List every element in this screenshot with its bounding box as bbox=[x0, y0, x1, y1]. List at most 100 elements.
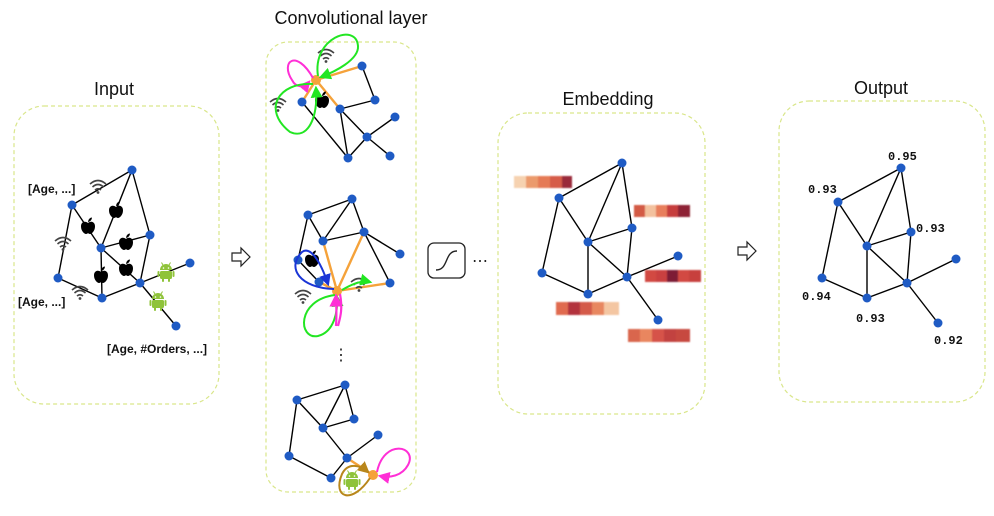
embedding-vector bbox=[634, 205, 690, 217]
output-score: 0.94 bbox=[802, 290, 831, 304]
ellipsis: ⋯ bbox=[472, 253, 488, 270]
conv-graph-3 bbox=[284, 380, 411, 497]
embedding-node bbox=[627, 223, 637, 233]
conv-node bbox=[385, 278, 395, 288]
output-node bbox=[951, 254, 961, 264]
conv-node bbox=[326, 473, 336, 483]
feature-label-top: [Age, ...] bbox=[28, 182, 75, 196]
conv-hub-node bbox=[368, 470, 378, 480]
output-score: 0.93 bbox=[856, 312, 885, 326]
output-node bbox=[862, 293, 872, 303]
conv-graph-1 bbox=[269, 33, 400, 163]
message-loop bbox=[303, 294, 344, 338]
input-node bbox=[171, 321, 181, 331]
input-node bbox=[67, 200, 77, 210]
conv-node bbox=[314, 277, 324, 287]
conv-node bbox=[343, 153, 353, 163]
embedding-node bbox=[583, 289, 593, 299]
embedding-vector bbox=[628, 329, 690, 342]
embedding-vector bbox=[556, 302, 619, 315]
wifi-icon bbox=[54, 236, 72, 252]
message-loop bbox=[274, 82, 323, 135]
input-panel bbox=[13, 105, 220, 405]
output-node bbox=[833, 197, 843, 207]
android-icon bbox=[149, 291, 167, 312]
output-title: Output bbox=[854, 78, 908, 98]
conv-node bbox=[395, 249, 405, 259]
output-score: 0.93 bbox=[808, 183, 837, 197]
conv-node bbox=[385, 151, 395, 161]
output-node bbox=[817, 273, 827, 283]
output-node bbox=[896, 163, 906, 173]
conv-node bbox=[390, 112, 400, 122]
conv-node bbox=[370, 95, 380, 105]
output-panel bbox=[778, 100, 986, 403]
apple-icon bbox=[109, 201, 123, 218]
embedding-vector bbox=[645, 270, 701, 282]
android-icon bbox=[157, 262, 175, 283]
input-node bbox=[127, 165, 137, 175]
output-node bbox=[902, 278, 912, 288]
embedding-node bbox=[622, 272, 632, 282]
output-graph bbox=[817, 163, 961, 328]
message-loop bbox=[341, 273, 373, 291]
feature-label-bottom: [Age, #Orders, ...] bbox=[107, 342, 207, 356]
output-score: 0.92 bbox=[934, 334, 963, 348]
feature-label-mid: [Age, ...] bbox=[18, 295, 65, 309]
android-icon bbox=[343, 470, 361, 491]
input-title: Input bbox=[94, 79, 134, 99]
output-score: 0.95 bbox=[888, 150, 917, 164]
arrow-right-icon bbox=[737, 240, 757, 262]
input-icons bbox=[54, 179, 175, 312]
embedding-title: Embedding bbox=[562, 89, 653, 109]
conv-node bbox=[284, 451, 294, 461]
input-node bbox=[96, 243, 106, 253]
message-loop bbox=[316, 33, 360, 80]
conv-graph-2 bbox=[293, 194, 405, 338]
input-node bbox=[145, 230, 155, 240]
output-node bbox=[862, 241, 872, 251]
message-loop bbox=[294, 249, 335, 290]
conv-node bbox=[349, 414, 359, 424]
apple-icon bbox=[119, 259, 133, 276]
embedding-vector bbox=[514, 176, 572, 188]
conv-node bbox=[318, 236, 328, 246]
input-node bbox=[185, 258, 195, 268]
conv-node bbox=[357, 61, 367, 71]
conv-node bbox=[318, 423, 328, 433]
output-score: 0.93 bbox=[916, 222, 945, 236]
message-loop bbox=[376, 447, 411, 484]
conv-node bbox=[359, 227, 369, 237]
input-node bbox=[97, 293, 107, 303]
input-node bbox=[135, 278, 145, 288]
conv-node bbox=[347, 194, 357, 204]
embedding-panel bbox=[497, 112, 706, 415]
conv-node bbox=[373, 430, 383, 440]
embedding-node bbox=[653, 315, 663, 325]
conv-node bbox=[303, 210, 313, 220]
output-node bbox=[933, 318, 943, 328]
embedding-node bbox=[537, 268, 547, 278]
conv-node bbox=[362, 132, 372, 142]
vertical-ellipsis: ⋮ bbox=[333, 347, 349, 364]
embedding-node bbox=[617, 158, 627, 168]
conv-node bbox=[342, 453, 352, 463]
conv-node bbox=[335, 104, 345, 114]
conv-node bbox=[340, 380, 350, 390]
embedding-vectors bbox=[514, 176, 701, 342]
wifi-icon bbox=[294, 289, 312, 305]
message-loop bbox=[338, 461, 371, 497]
apple-icon bbox=[119, 233, 133, 250]
embedding-node bbox=[673, 251, 683, 261]
input-node bbox=[53, 273, 63, 283]
message-loop bbox=[336, 294, 341, 327]
message-loop bbox=[286, 59, 314, 94]
output-node bbox=[906, 227, 916, 237]
apple-icon bbox=[81, 217, 95, 234]
arrow-right-icon bbox=[231, 246, 251, 268]
embedding-node bbox=[583, 237, 593, 247]
embedding-node bbox=[554, 193, 564, 203]
embedding-graph bbox=[537, 158, 683, 325]
conv-node bbox=[292, 395, 302, 405]
